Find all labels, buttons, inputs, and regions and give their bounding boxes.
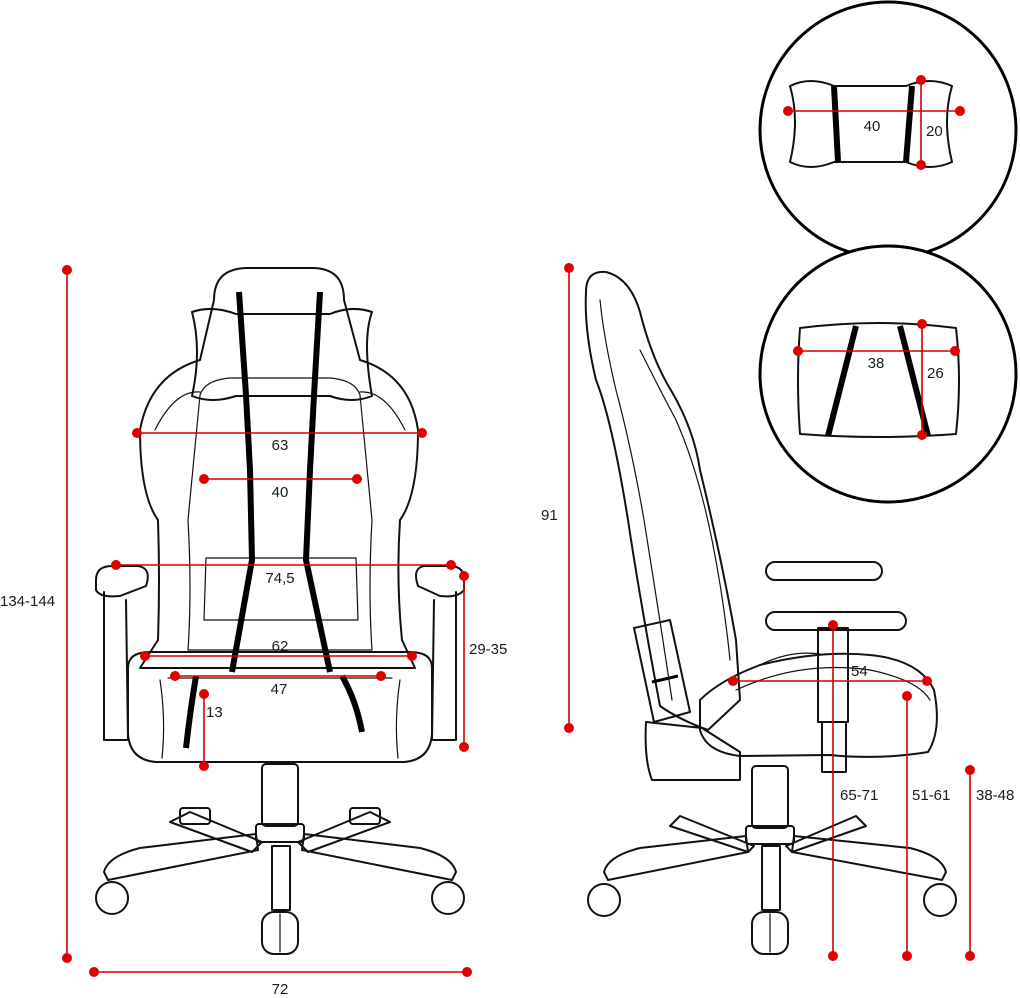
label-base-width: 72 xyxy=(272,981,289,998)
side-armrest xyxy=(765,611,907,631)
head-pillow-detail xyxy=(758,0,1018,260)
front-left-armrest xyxy=(95,565,149,598)
dimension-labels: 134-144 72 63 40 74,5 62 47 13 29-35 91 … xyxy=(0,118,1014,998)
label-backrest-width: 63 xyxy=(272,437,289,454)
label-backrest-inner-width: 40 xyxy=(272,484,289,501)
label-armrest-height: 29-35 xyxy=(469,641,507,658)
front-chair-drawing xyxy=(95,267,465,955)
label-head-pillow-width: 40 xyxy=(864,118,881,135)
label-seat-inner-width: 47 xyxy=(271,681,288,698)
label-seat-width: 62 xyxy=(272,638,289,655)
label-armrest-floor-height: 65-71 xyxy=(840,787,878,804)
label-armrest-span: 74,5 xyxy=(265,570,294,587)
label-lumbar-pillow-height: 26 xyxy=(927,365,944,382)
label-seat-depth: 54 xyxy=(851,663,868,680)
label-seat-height: 38-48 xyxy=(976,787,1014,804)
front-gas-lift xyxy=(261,763,299,827)
front-head-pillow xyxy=(191,308,373,401)
side-lumbar-pillow xyxy=(633,619,691,723)
side-gas-lift xyxy=(751,765,789,829)
lumbar-pillow-detail xyxy=(758,244,1018,504)
label-total-height: 134-144 xyxy=(0,593,55,610)
lumbar-pillow-circle xyxy=(758,244,1018,504)
label-seat-height-top: 51-61 xyxy=(912,787,950,804)
front-lumbar-pillow xyxy=(203,557,359,621)
dimension-lines xyxy=(62,75,975,977)
label-lumbar-pillow-width: 38 xyxy=(868,355,885,372)
head-pillow-circle xyxy=(758,0,1018,260)
label-seat-cushion-height: 13 xyxy=(206,704,223,721)
side-armrest-top xyxy=(765,561,883,581)
label-head-pillow-height: 20 xyxy=(926,123,943,140)
label-backrest-height: 91 xyxy=(541,507,558,524)
